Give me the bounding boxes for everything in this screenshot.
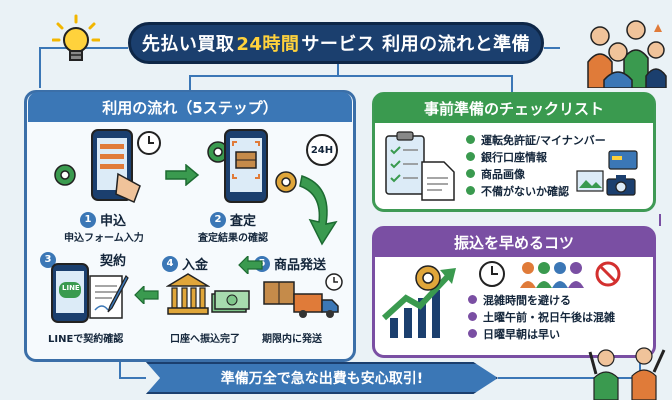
document-icon — [421, 161, 455, 201]
bullet-dot — [468, 329, 477, 338]
photo-icon — [576, 170, 604, 192]
page-title: 先払い買取 24時間 サービス 利用の流れと準備 — [128, 22, 544, 64]
bullet-dot — [466, 135, 475, 144]
step-2-label: 2 査定 — [210, 210, 256, 229]
step-3-title: 契約 — [100, 254, 127, 269]
checklist-item: 運転免許証/マイナンバー — [466, 131, 606, 148]
step-1-title: 申込 — [100, 214, 127, 229]
checklist-item: 不備がないか確認 — [466, 182, 606, 199]
bullet-dot — [466, 186, 475, 195]
tip-item: 土曜午前・祝日午後は混雑 — [468, 308, 615, 325]
checklist-item-text: 運転免許証/マイナンバー — [481, 133, 606, 147]
tip-item: 混雑時間を避ける — [468, 291, 615, 308]
step-1-description: 申込フォーム入力 — [64, 233, 144, 244]
camera-icon — [606, 175, 636, 196]
clock-icon — [479, 261, 505, 287]
step-5-description: 期限内に発送 — [262, 334, 322, 345]
checklist-item-text: 銀行口座情報 — [481, 150, 547, 164]
smartphone-form-icon — [91, 129, 141, 204]
title-highlight: 24時間 — [236, 34, 300, 55]
arrow-right-icon — [165, 164, 200, 186]
package-box-icon — [263, 281, 295, 305]
step-1-number: 1 — [80, 211, 96, 228]
clipboard-checklist-icon — [385, 131, 425, 195]
clock-icon — [137, 131, 161, 155]
gear-icon — [207, 141, 229, 163]
step-2-title: 査定 — [230, 214, 257, 229]
clock-icon — [325, 273, 343, 291]
lightbulb-icon — [52, 14, 100, 61]
step-5-title: 商品発送 — [274, 258, 327, 273]
step-3-label: 3 契約 — [40, 250, 126, 269]
celebrating-people-icon — [588, 347, 666, 400]
gear-icon — [275, 171, 297, 193]
checklist-item-text: 不備がないか確認 — [481, 184, 569, 198]
step-4-description: 口座へ振込完了 — [170, 334, 240, 345]
money-icon — [211, 290, 250, 313]
checklist-item-text: 商品画像 — [481, 167, 525, 181]
checklist-items: 運転免許証/マイナンバー 銀行口座情報 商品画像 不備がないか確認 — [466, 131, 606, 199]
bullet-dot — [466, 169, 475, 178]
title-suffix: サービス 利用の流れと準備 — [301, 34, 531, 55]
line-logo-text: LINE — [62, 284, 80, 292]
step-2-description: 査定結果の確認 — [198, 233, 268, 244]
delivery-truck-icon — [293, 293, 339, 318]
prohibited-icon — [595, 261, 621, 287]
24h-badge: 24H — [306, 134, 338, 166]
smartphone-appraisal-icon — [224, 129, 268, 203]
id-card-icon — [608, 150, 638, 170]
contract-pen-icon — [89, 275, 129, 319]
tip-item-text: 混雑時間を避ける — [483, 293, 571, 307]
bullet-dot — [468, 312, 477, 321]
line-smartphone-icon — [51, 263, 89, 323]
step-2-number: 2 — [210, 211, 226, 228]
checklist-item: 商品画像 — [466, 165, 606, 182]
arrow-left-icon — [238, 256, 263, 274]
bank-icon — [166, 273, 210, 315]
tip-item: 日曜早朝は早い — [468, 325, 615, 342]
checklist-item: 銀行口座情報 — [466, 148, 606, 165]
growth-chart-icon — [381, 268, 456, 338]
step-4-number: 4 — [162, 255, 178, 272]
step-3-number: 3 — [40, 251, 56, 268]
people-group-icon — [587, 20, 667, 88]
bottom-banner: 準備万全で急な出費も安心取引! — [146, 362, 498, 394]
step-4-label: 4 入金 — [162, 254, 208, 273]
gear-icon — [54, 164, 76, 186]
step-1-label: 1 申込 — [80, 210, 126, 229]
step-5-label: 5 商品発送 — [254, 254, 326, 273]
checklist-heading: 事前準備のチェックリスト — [374, 93, 654, 123]
bullet-dot — [468, 295, 477, 304]
arrow-left-icon — [134, 286, 159, 304]
step-3-description: LINEで契約確認 — [48, 334, 124, 345]
crowd-icon — [520, 262, 584, 288]
gear-icon — [415, 265, 441, 291]
arrow-curve-down-icon — [299, 175, 338, 246]
tips-items: 混雑時間を避ける 土曜午前・祝日午後は混雑 日曜早朝は早い — [468, 291, 615, 342]
title-prefix: 先払い買取 — [141, 34, 235, 55]
tips-heading: 振込を早めるコツ — [374, 227, 654, 257]
step-4-title: 入金 — [182, 258, 209, 273]
tip-item-text: 土曜午前・祝日午後は混雑 — [483, 310, 615, 324]
tip-item-text: 日曜早朝は早い — [483, 327, 560, 341]
flow-heading: 利用の流れ（5ステップ） — [28, 92, 352, 122]
bullet-dot — [466, 152, 475, 161]
